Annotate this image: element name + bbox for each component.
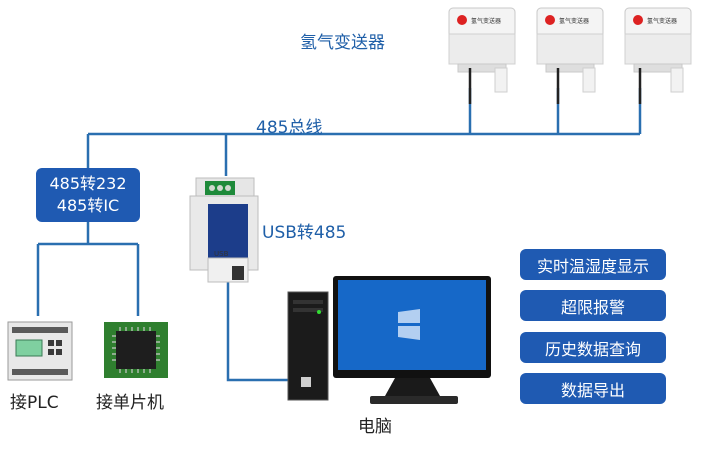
screen-windows-logo-icon — [398, 309, 420, 340]
bridge-to-devices-line — [36, 222, 140, 316]
sensor-tag: 氢气变送器 — [471, 17, 501, 25]
feature-history-query: 历史数据查询 — [520, 332, 666, 363]
computer-tower — [287, 291, 329, 401]
feature-realtime-display: 实时温湿度显示 — [520, 249, 666, 280]
brand-logo-icon — [545, 15, 555, 25]
sensor-probe — [670, 67, 684, 93]
sensor-probe — [494, 67, 508, 93]
brand-logo-icon — [457, 15, 467, 25]
monitor-screen — [338, 280, 486, 370]
bridge-line-2: 485转IC — [56, 196, 120, 215]
plc-device — [7, 321, 73, 381]
converter-label-panel — [208, 204, 248, 258]
bus-label: 485总线 — [256, 118, 323, 138]
sensor-1: 氢气变送器 — [448, 7, 516, 104]
sensor-tag: 氢气变送器 — [559, 17, 589, 25]
mcu-chip — [104, 322, 168, 378]
computer-label: 电脑 — [358, 417, 392, 437]
sensor-2: 氢气变送器 — [536, 7, 604, 104]
usb-connector-icon — [232, 266, 244, 280]
sensor-tag: 氢气变送器 — [647, 17, 677, 25]
plc-label: 接PLC — [10, 393, 59, 413]
usb-converter-label: USB转485 — [262, 223, 347, 243]
usb-port-text: USB — [214, 250, 229, 258]
brand-logo-icon — [633, 15, 643, 25]
bridge-line-1: 485转232 — [49, 174, 127, 193]
protocol-bridge-box: 485转232 485转IC — [36, 168, 140, 222]
windows-logo-icon — [301, 377, 311, 387]
plc-lcd — [15, 339, 43, 357]
monitor — [333, 276, 491, 404]
mcu-label: 接单片机 — [96, 393, 164, 413]
monitor-base — [370, 396, 458, 404]
sensor-probe — [582, 67, 596, 93]
sensor-3: 氢气变送器 — [624, 7, 692, 104]
sensor-group-label: 氢气变送器 — [300, 33, 385, 53]
usb-to-computer-line — [226, 282, 290, 382]
mcu-chip-body — [116, 331, 156, 369]
monitor-stand — [385, 378, 440, 396]
usb-485-converter: USB — [189, 177, 259, 283]
feature-over-limit-alarm: 超限报警 — [520, 290, 666, 321]
feature-data-export: 数据导出 — [520, 373, 666, 404]
